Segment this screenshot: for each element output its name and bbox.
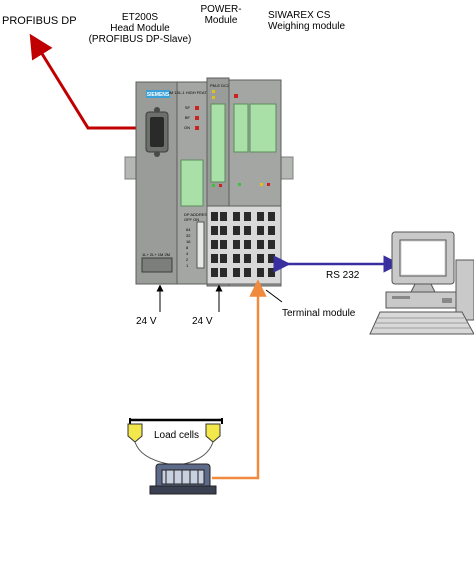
label-terminal-module: Terminal module [282,308,356,319]
siwarex-led-sf [234,94,238,98]
terminal-screw [220,268,227,277]
terminal-screw [244,268,251,277]
label-head-module-line2: Head Module [110,23,170,34]
dp-address-2: 2 [186,257,189,262]
terminal-module-pointer [265,289,283,303]
terminal-screw [257,212,264,221]
terminal-screw [211,240,218,249]
terminal-screw [257,268,264,277]
terminal-screw [268,240,275,249]
terminal-screw [220,240,227,249]
label-power-module-line1: POWER- [200,4,242,15]
label-rs232: RS 232 [326,270,360,281]
load-cell-connection-line [212,279,267,480]
pc-computer [369,231,474,335]
terminal-screw [268,254,275,263]
dp-address-4: 4 [186,251,189,256]
dp-address-label: DP ADDRESS [184,212,210,217]
siemens-logo [146,90,170,98]
terminal-screw [211,226,218,235]
power-small-text: PM-E DC24V [210,83,234,88]
label-supply-right: 24 V [192,316,213,327]
label-supply-left: 24 V [136,316,157,327]
dp-address-8: 8 [186,245,189,250]
terminal-screw [244,254,251,263]
label-load-cells: Load cells [154,430,200,441]
terminal-block [206,205,282,285]
dp-address-switch-label: OFF ON [184,217,199,222]
siwarex-led-run [238,183,241,186]
terminal-screw [233,226,240,235]
terminal-screw [220,212,227,221]
terminal-screw [233,254,240,263]
dp-address-16: 16 [186,239,191,244]
head-bottom-text: 1L+ 2L+ 1M 2M [142,252,170,257]
terminal-screw [220,254,227,263]
terminal-screw [211,254,218,263]
power-led-pwr [219,184,222,187]
terminal-screw [257,240,264,249]
profibus-connection-line [29,33,146,130]
terminal-screw [233,268,240,277]
terminal-screw [257,226,264,235]
load-cell-right [205,423,221,443]
terminal-screw [233,240,240,249]
load-cells [127,418,223,465]
label-power-module-line2: Module [204,15,238,26]
head-led-on [195,126,199,130]
label-siwarex-module-line2: Weighing module [268,21,346,32]
terminal-screw [268,212,275,221]
siemens-logo-text: SIEMENS [147,92,170,98]
head-led-label-on: ON [184,125,190,130]
label-head-module-line1: ET200S [121,12,159,23]
head-led-label-sf: SF [185,105,191,110]
dp-address-64: 64 [186,227,191,232]
terminal-screw [268,226,275,235]
label-profibus-dp: PROFIBUS DP [2,15,77,27]
terminal-screw [257,254,264,263]
power-led-sf [212,184,215,187]
terminal-screws [211,212,275,277]
terminal-screw [244,240,251,249]
label-head-module-line3: (PROFIBUS DP-Slave) [88,34,192,45]
label-siwarex-module: SIWAREX CS Weighing module [268,10,345,32]
terminal-screw [211,268,218,277]
head-small-text: IM 151-1 HIGH FEATURE [169,90,216,95]
head-led-sf [195,106,199,110]
terminal-screw [233,212,240,221]
terminal-screw [211,212,218,221]
head-module: SIEMENS SF BF ON IM 151-1 HIGH FEATURE D… [135,81,216,285]
load-cell-left [127,423,143,443]
label-siwarex-module-line1: SIWAREX CS [268,10,331,21]
terminal-screw [268,268,275,277]
label-head-module: ET200S Head Module (PROFIBUS DP-Slave) [88,12,192,45]
dp-address-32: 32 [186,233,191,238]
dp-address-1: 1 [186,263,189,268]
head-led-bf [195,116,199,120]
head-led-label-bf: BF [185,115,191,120]
label-power-module: POWER- Module [196,4,246,26]
junction-box [149,463,217,495]
terminal-screw [244,226,251,235]
terminal-screw [244,212,251,221]
terminal-screw [220,226,227,235]
